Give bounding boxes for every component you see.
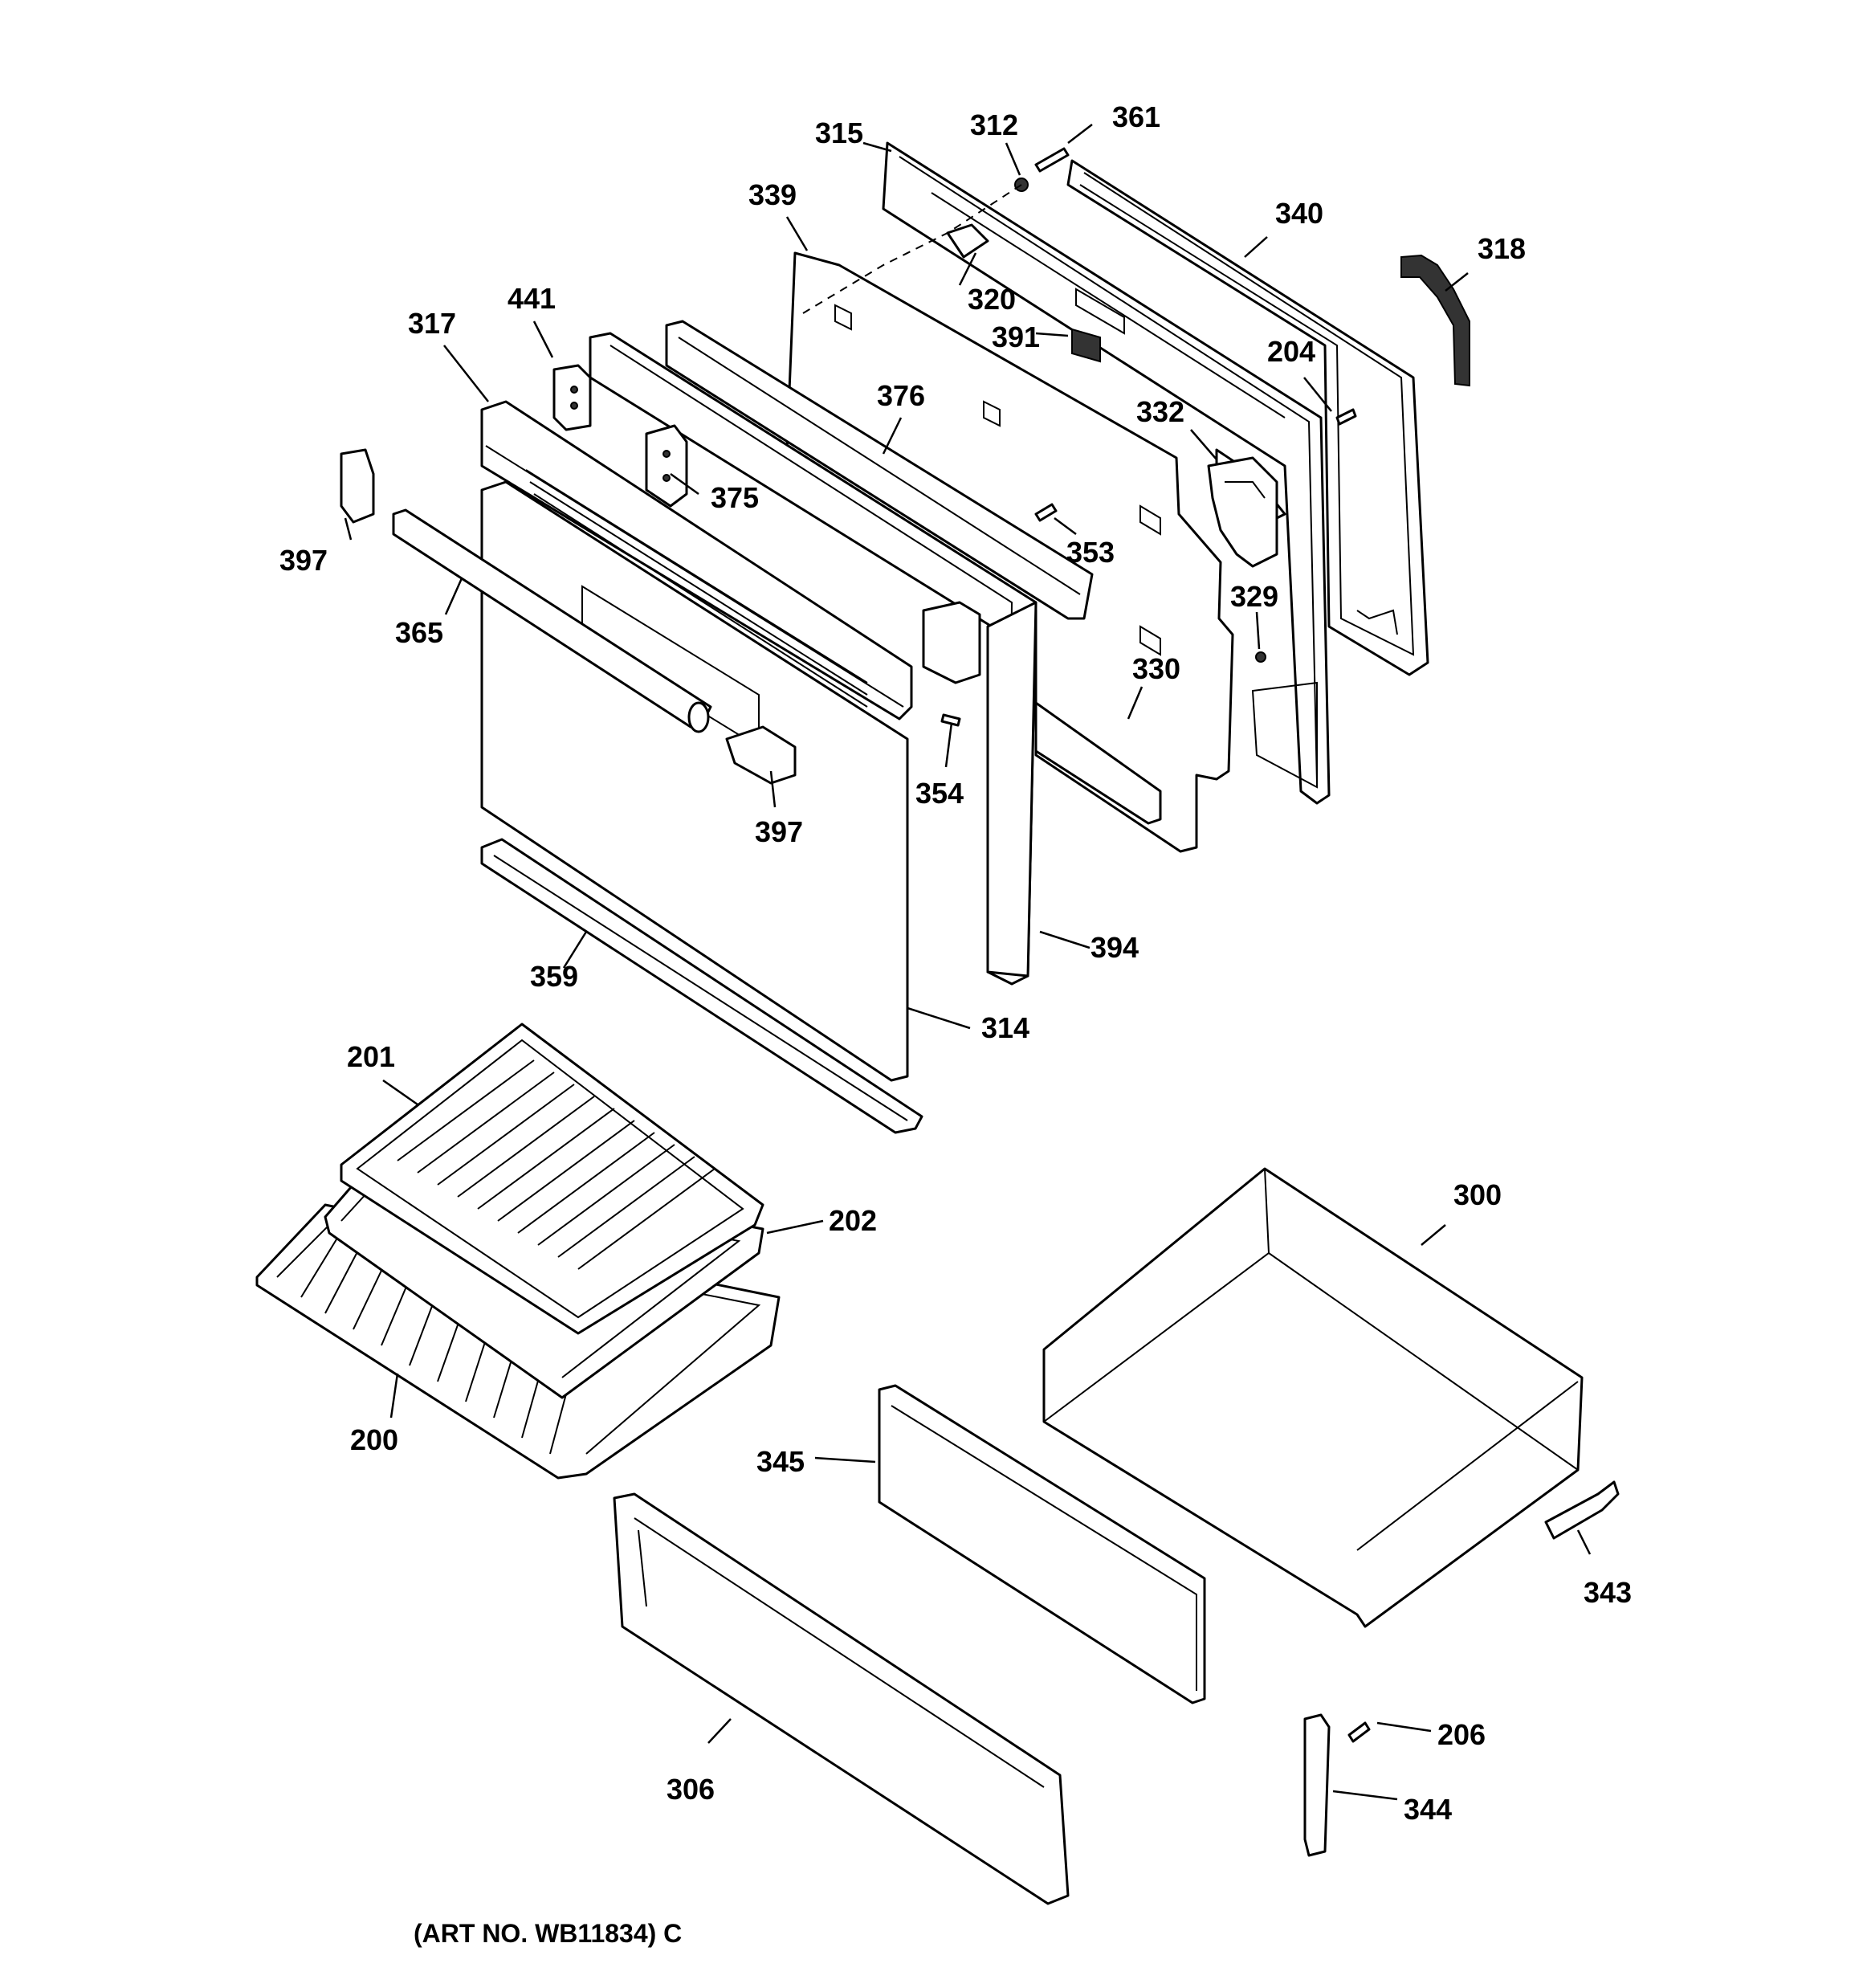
- callout-330: 330: [1132, 652, 1180, 685]
- screw-354: [940, 713, 961, 727]
- screw-329: [1255, 651, 1266, 663]
- callout-344: 344: [1404, 1793, 1452, 1826]
- screw-204: [1335, 408, 1357, 426]
- hinge-320: [946, 223, 989, 259]
- callout-202: 202: [829, 1204, 877, 1237]
- callout-397: 397: [279, 544, 328, 577]
- drawer-panel-345: [878, 1384, 1206, 1704]
- vent-trim-317: [480, 400, 913, 720]
- slide-bracket-344: [1303, 1713, 1331, 1857]
- drawer-front-306: [613, 1492, 1070, 1905]
- callout-200: 200: [350, 1423, 398, 1456]
- callout-306: 306: [667, 1773, 715, 1806]
- handle-cap-397-left: [340, 448, 375, 524]
- callout-361: 361: [1112, 100, 1160, 133]
- callout-391: 391: [992, 320, 1040, 353]
- hinge-bracket-lower: [922, 601, 981, 684]
- bottom-trim-359: [480, 838, 923, 1134]
- callout-labels: 315 312 361 339 340 318 441 317 320 391 …: [279, 100, 1632, 1826]
- clip-391: [1071, 328, 1101, 363]
- callout-314: 314: [981, 1011, 1029, 1044]
- callout-300: 300: [1453, 1178, 1502, 1211]
- callout-317: 317: [408, 307, 456, 340]
- screw-353: [1034, 503, 1058, 522]
- callout-332: 332: [1136, 395, 1184, 428]
- callout-340: 340: [1275, 197, 1323, 230]
- callout-397-lower: 397: [755, 815, 803, 848]
- callout-376: 376: [877, 379, 925, 412]
- callout-359: 359: [530, 960, 578, 993]
- callout-345: 345: [756, 1445, 805, 1478]
- art-number: (ART NO. WB11834) C: [414, 1919, 682, 1948]
- callout-206: 206: [1437, 1718, 1486, 1751]
- leader-lines: [344, 124, 1592, 1801]
- door-handle-365: [392, 508, 712, 733]
- screw-206: [1347, 1721, 1371, 1743]
- drawer-glide-343: [1544, 1480, 1620, 1540]
- handle-cap-397: [725, 725, 797, 785]
- bracket-332: [1207, 456, 1278, 568]
- callout-312: 312: [970, 108, 1018, 141]
- callout-354: 354: [915, 777, 964, 810]
- screw-361: [1034, 147, 1070, 173]
- callout-201: 201: [347, 1040, 395, 1073]
- callout-353: 353: [1066, 536, 1115, 569]
- door-gasket-340: [1066, 159, 1429, 676]
- callout-394: 394: [1090, 931, 1139, 964]
- callout-343: 343: [1584, 1576, 1632, 1609]
- callout-339: 339: [748, 178, 797, 211]
- hinge-bracket-375: [645, 424, 688, 508]
- callout-441: 441: [508, 282, 556, 315]
- callout-320: 320: [968, 283, 1016, 316]
- broil-grid-201: [340, 1023, 764, 1335]
- insulation-330: [1034, 701, 1162, 825]
- drawer-body-300: [1042, 1167, 1584, 1628]
- callout-375: 375: [711, 481, 759, 514]
- callout-318: 318: [1478, 232, 1526, 265]
- callout-204: 204: [1267, 335, 1315, 368]
- side-frame-394: [589, 332, 1037, 986]
- callout-315: 315: [815, 116, 863, 149]
- insulation-318: [1400, 254, 1470, 387]
- callout-329: 329: [1230, 580, 1278, 613]
- callout-365: 365: [395, 616, 443, 649]
- hinge-bracket-441: [552, 364, 592, 431]
- frame-rail-376: [665, 320, 1094, 620]
